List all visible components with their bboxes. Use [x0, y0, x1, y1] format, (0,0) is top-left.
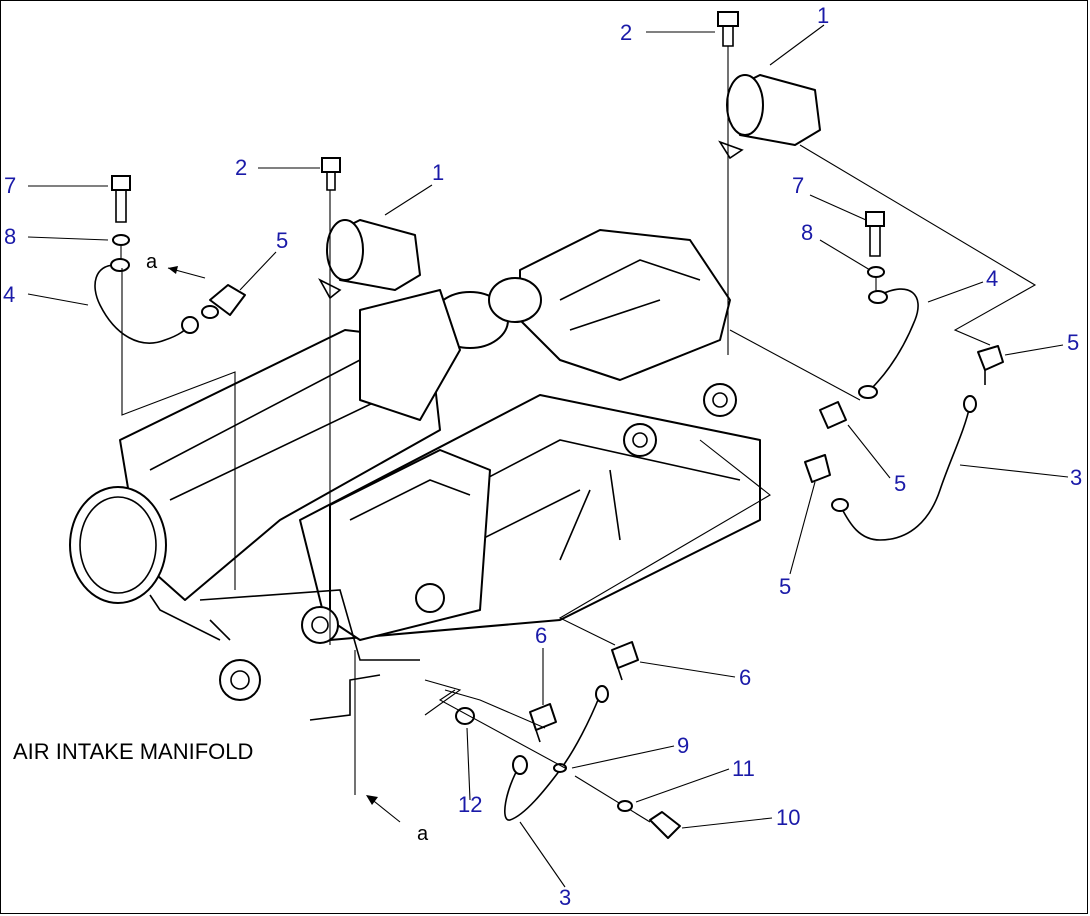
callout-5: 5	[894, 471, 906, 496]
callout-3: 3	[559, 885, 571, 910]
bolt-7-left	[111, 175, 131, 262]
bolt-2-left	[321, 157, 341, 645]
cable-3-bottom	[504, 685, 609, 821]
callout-11: 11	[732, 756, 755, 781]
callout-1: 1	[817, 3, 829, 28]
cap-5-left	[201, 284, 246, 319]
callout-1: 1	[432, 160, 444, 185]
callout-2: 2	[235, 155, 247, 180]
callout-7: 7	[4, 173, 16, 198]
callout-5: 5	[1067, 330, 1079, 355]
reference-letter-lower: a	[417, 823, 429, 845]
bolt-2-right	[717, 11, 739, 355]
cap-5-mid	[819, 401, 847, 429]
relay-left	[318, 219, 421, 300]
assembly-leaders	[121, 144, 1037, 823]
wire-4-right	[858, 288, 919, 399]
bolt-10	[574, 775, 681, 839]
cap-5-lower	[804, 454, 831, 483]
callout-3: 3	[1070, 465, 1082, 490]
callout-2: 2	[620, 20, 632, 45]
callout-8: 8	[801, 220, 813, 245]
cable-3-right	[831, 395, 977, 541]
callout-leaders	[27, 24, 1069, 888]
callout-7: 7	[792, 173, 804, 198]
cap-6-right	[611, 641, 639, 681]
callout-8: 8	[4, 224, 16, 249]
bolt-7-right	[865, 211, 885, 300]
plug-12	[455, 707, 475, 725]
callout-4: 4	[3, 282, 15, 307]
callout-5: 5	[276, 228, 288, 253]
callout-12: 12	[458, 792, 482, 817]
relay-right	[718, 74, 821, 160]
air-intake-manifold	[69, 229, 761, 721]
cap-6-left	[529, 703, 557, 743]
callouts: 1 1 2 2 3 3 4 4 5 5 5 5 6 6 7 7 8 8 9 10…	[3, 3, 1082, 910]
callout-10: 10	[776, 805, 800, 830]
diagram-caption: AIR INTAKE MANIFOLD	[13, 739, 253, 764]
washer-11	[617, 800, 633, 812]
wire-4-left	[94, 258, 199, 344]
callout-6: 6	[739, 665, 751, 690]
cap-5-far-right	[977, 345, 1004, 385]
callout-4: 4	[986, 266, 998, 291]
callout-5: 5	[779, 574, 791, 599]
callout-9: 9	[677, 733, 689, 758]
callout-6: 6	[535, 623, 547, 648]
reference-letter-upper: a	[146, 251, 158, 273]
